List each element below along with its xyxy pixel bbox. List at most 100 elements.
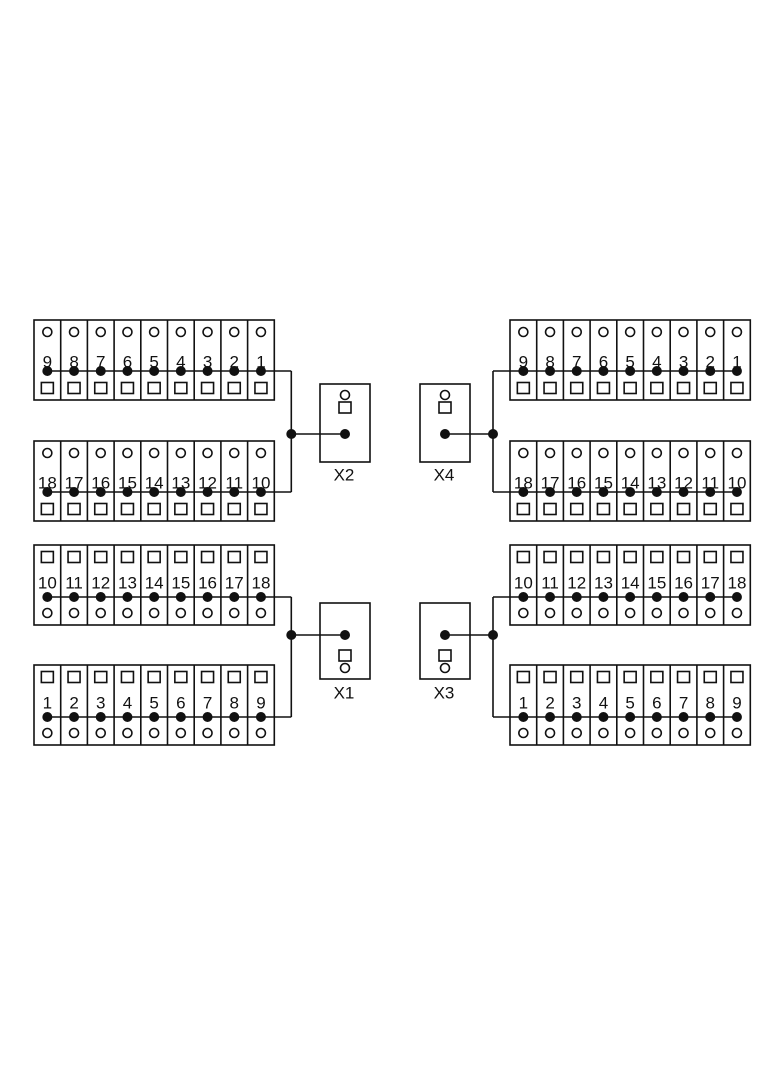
junction-dot-icon: [202, 487, 213, 497]
junction-dot-icon: [202, 592, 213, 602]
open-terminal-icon: [122, 447, 133, 459]
square-terminal-icon: [596, 381, 611, 395]
square-terminal-icon: [67, 550, 81, 564]
junction-dot-icon: [598, 592, 609, 602]
terminal-label: 11: [225, 474, 243, 493]
open-terminal-icon: [651, 447, 663, 459]
open-terminal-icon: [704, 326, 716, 338]
junction-dot-icon: [651, 487, 662, 497]
terminal-label: 18: [38, 474, 57, 493]
open-terminal-icon: [122, 607, 133, 619]
junction-dot-icon: [598, 366, 609, 376]
terminal-label: 10: [38, 574, 57, 593]
open-terminal-icon: [202, 607, 213, 619]
junction-dot-icon: [149, 366, 160, 376]
junction-dot-icon: [175, 712, 186, 722]
open-terminal-icon: [624, 326, 636, 338]
junction-dot-icon: [545, 712, 556, 722]
terminal-label: 3: [96, 694, 105, 713]
wire-x2: [260, 370, 345, 493]
wire-x1: [260, 596, 345, 718]
square-terminal-icon: [147, 550, 161, 564]
terminal-label: 5: [625, 694, 634, 713]
open-terminal-icon: [68, 727, 80, 739]
junction-dot-icon: [175, 366, 186, 376]
open-terminal-icon: [228, 447, 240, 459]
terminal-label: 15: [594, 474, 613, 493]
square-terminal-icon: [254, 670, 268, 684]
connector-label: X4: [434, 466, 455, 485]
terminal-label: 11: [65, 574, 83, 593]
junction-dot-icon: [122, 592, 133, 602]
junction-dot-icon: [229, 487, 240, 497]
square-terminal-icon: [703, 670, 718, 684]
square-terminal-icon: [543, 381, 557, 395]
open-terminal-icon: [68, 607, 80, 619]
junction-dot-icon: [286, 429, 297, 439]
terminal-label: 15: [118, 474, 137, 493]
terminal-label: 12: [198, 474, 217, 493]
terminal-label: 16: [91, 474, 110, 493]
terminal-label: 1: [256, 353, 265, 372]
connector-x2: X2: [319, 383, 371, 485]
open-terminal-icon: [148, 326, 160, 338]
square-terminal-icon: [200, 381, 215, 395]
junction-dot-icon: [286, 630, 297, 640]
open-terminal-icon: [339, 662, 351, 674]
open-terminal-icon: [68, 447, 80, 459]
terminal-label: 8: [230, 694, 239, 713]
open-terminal-icon: [439, 389, 451, 401]
open-terminal-icon: [678, 607, 689, 619]
square-terminal-icon: [120, 502, 135, 516]
open-terminal-icon: [571, 326, 583, 338]
open-terminal-icon: [598, 727, 609, 739]
junction-dot-icon: [678, 592, 689, 602]
junction-dot-icon: [69, 487, 80, 497]
junction-dot-icon: [42, 366, 53, 376]
junction-dot-icon: [202, 712, 213, 722]
terminal-label: 14: [621, 474, 640, 493]
terminal-label: 8: [69, 353, 78, 372]
square-terminal-icon: [516, 502, 531, 516]
terminal-label: 13: [594, 574, 613, 593]
square-terminal-icon: [569, 381, 584, 395]
terminal-label: 5: [625, 353, 634, 372]
terminal-label: 1: [519, 694, 528, 713]
square-terminal-icon: [676, 502, 691, 516]
square-terminal-icon: [93, 670, 108, 684]
open-terminal-icon: [704, 607, 716, 619]
terminal-label: 4: [123, 694, 132, 713]
wire-x4: [445, 370, 524, 493]
open-terminal-icon: [544, 727, 556, 739]
junction-dot-icon: [229, 592, 240, 602]
terminal-label: 5: [149, 353, 158, 372]
square-terminal-icon: [650, 670, 664, 684]
square-terminal-icon: [623, 502, 637, 516]
terminal-label: 10: [514, 574, 533, 593]
open-terminal-icon: [122, 727, 133, 739]
open-terminal-icon: [624, 607, 636, 619]
connector-x1: X1: [319, 602, 371, 703]
junction-dot-icon: [625, 592, 636, 602]
junction-dot-icon: [69, 366, 80, 376]
square-terminal-icon: [147, 670, 161, 684]
square-terminal-icon: [174, 550, 188, 564]
junction-dot-icon: [625, 712, 636, 722]
open-terminal-icon: [571, 727, 583, 739]
square-terminal-icon: [40, 550, 55, 564]
square-terminal-icon: [338, 649, 352, 662]
junction-dot-icon: [95, 366, 106, 376]
open-terminal-icon: [42, 447, 53, 459]
square-terminal-icon: [174, 670, 188, 684]
square-terminal-icon: [40, 502, 55, 516]
terminal-label: 9: [732, 694, 741, 713]
terminal-label: 12: [91, 574, 110, 593]
junction-dot-icon: [731, 712, 742, 722]
open-terminal-icon: [95, 326, 107, 338]
